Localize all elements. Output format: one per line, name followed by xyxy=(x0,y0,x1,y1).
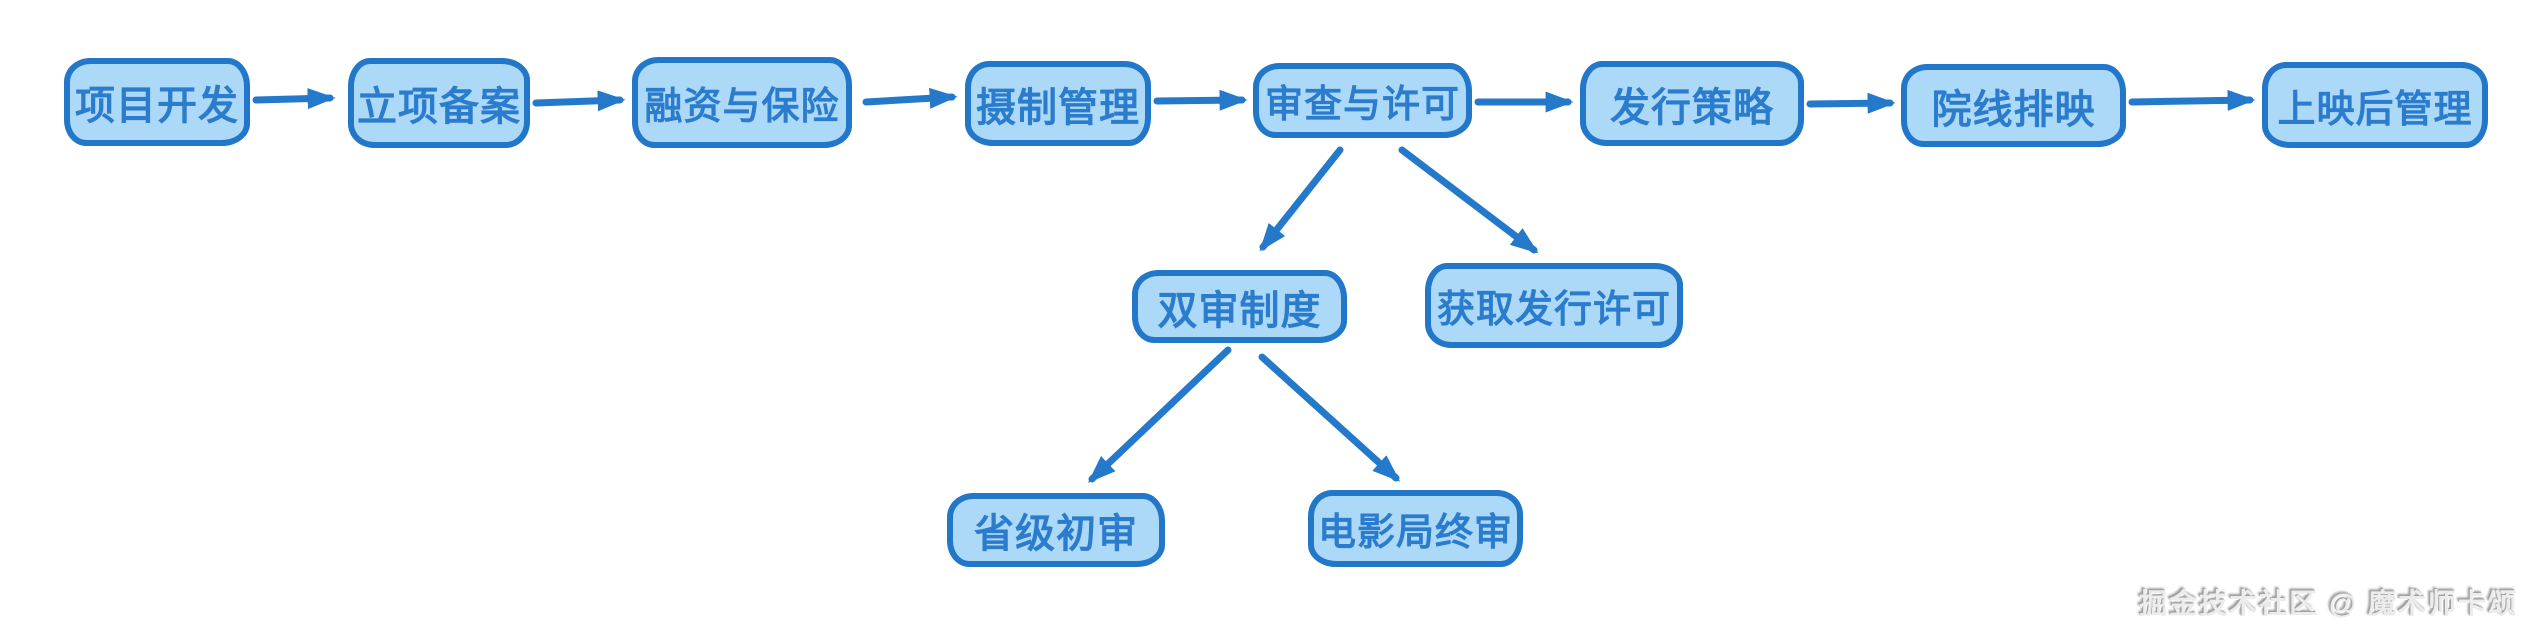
node-project-development: 项目开发 xyxy=(64,58,250,146)
arrow-review-licensing-to-obtain-distribution-license xyxy=(1398,146,1539,254)
node-label: 电影局终审 xyxy=(1317,512,1513,554)
node-label: 融资与保险 xyxy=(644,86,840,128)
node-production-management: 摄制管理 xyxy=(965,61,1151,146)
node-review-licensing: 审查与许可 xyxy=(1253,63,1472,138)
node-distribution-strategy: 发行策略 xyxy=(1580,61,1804,146)
arrow-project-filing-to-financing-insurance xyxy=(532,90,626,112)
node-financing-insurance: 融资与保险 xyxy=(632,57,852,148)
node-label: 获取发行许可 xyxy=(1436,289,1671,331)
node-label: 项目开发 xyxy=(75,84,239,128)
node-label: 院线排映 xyxy=(1931,87,2096,132)
node-label: 省级初审 xyxy=(974,512,1138,556)
node-post-release-management: 上映后管理 xyxy=(2262,62,2488,148)
arrow-review-licensing-to-dual-review-system xyxy=(1259,146,1344,252)
node-dual-review-system: 双审制度 xyxy=(1132,270,1347,343)
arrow-financing-insurance-to-production-management xyxy=(862,87,958,109)
arrow-cinema-scheduling-to-post-release-management xyxy=(2128,89,2256,111)
node-label: 上映后管理 xyxy=(2277,88,2473,131)
node-label: 审查与许可 xyxy=(1264,84,1460,126)
arrow-production-management-to-review-licensing xyxy=(1153,89,1248,111)
node-film-bureau-final-review: 电影局终审 xyxy=(1308,490,1523,567)
arrow-distribution-strategy-to-cinema-scheduling xyxy=(1806,92,1896,114)
arrow-project-development-to-project-filing xyxy=(252,88,336,110)
arrow-dual-review-system-to-film-bureau-final-review xyxy=(1258,353,1401,482)
node-project-filing: 立项备案 xyxy=(348,58,530,148)
node-obtain-distribution-license: 获取发行许可 xyxy=(1425,263,1683,348)
node-provincial-preliminary-review: 省级初审 xyxy=(947,493,1165,567)
node-label: 立项备案 xyxy=(357,85,521,129)
watermark: 掘金技术社区 @ 魔术师卡颂 xyxy=(2139,588,2518,619)
node-label: 摄制管理 xyxy=(976,85,1140,130)
node-label: 双审制度 xyxy=(1157,288,1322,333)
arrow-dual-review-system-to-provincial-preliminary-review xyxy=(1087,346,1232,483)
node-label: 发行策略 xyxy=(1610,85,1774,130)
node-cinema-scheduling: 院线排映 xyxy=(1901,64,2126,147)
